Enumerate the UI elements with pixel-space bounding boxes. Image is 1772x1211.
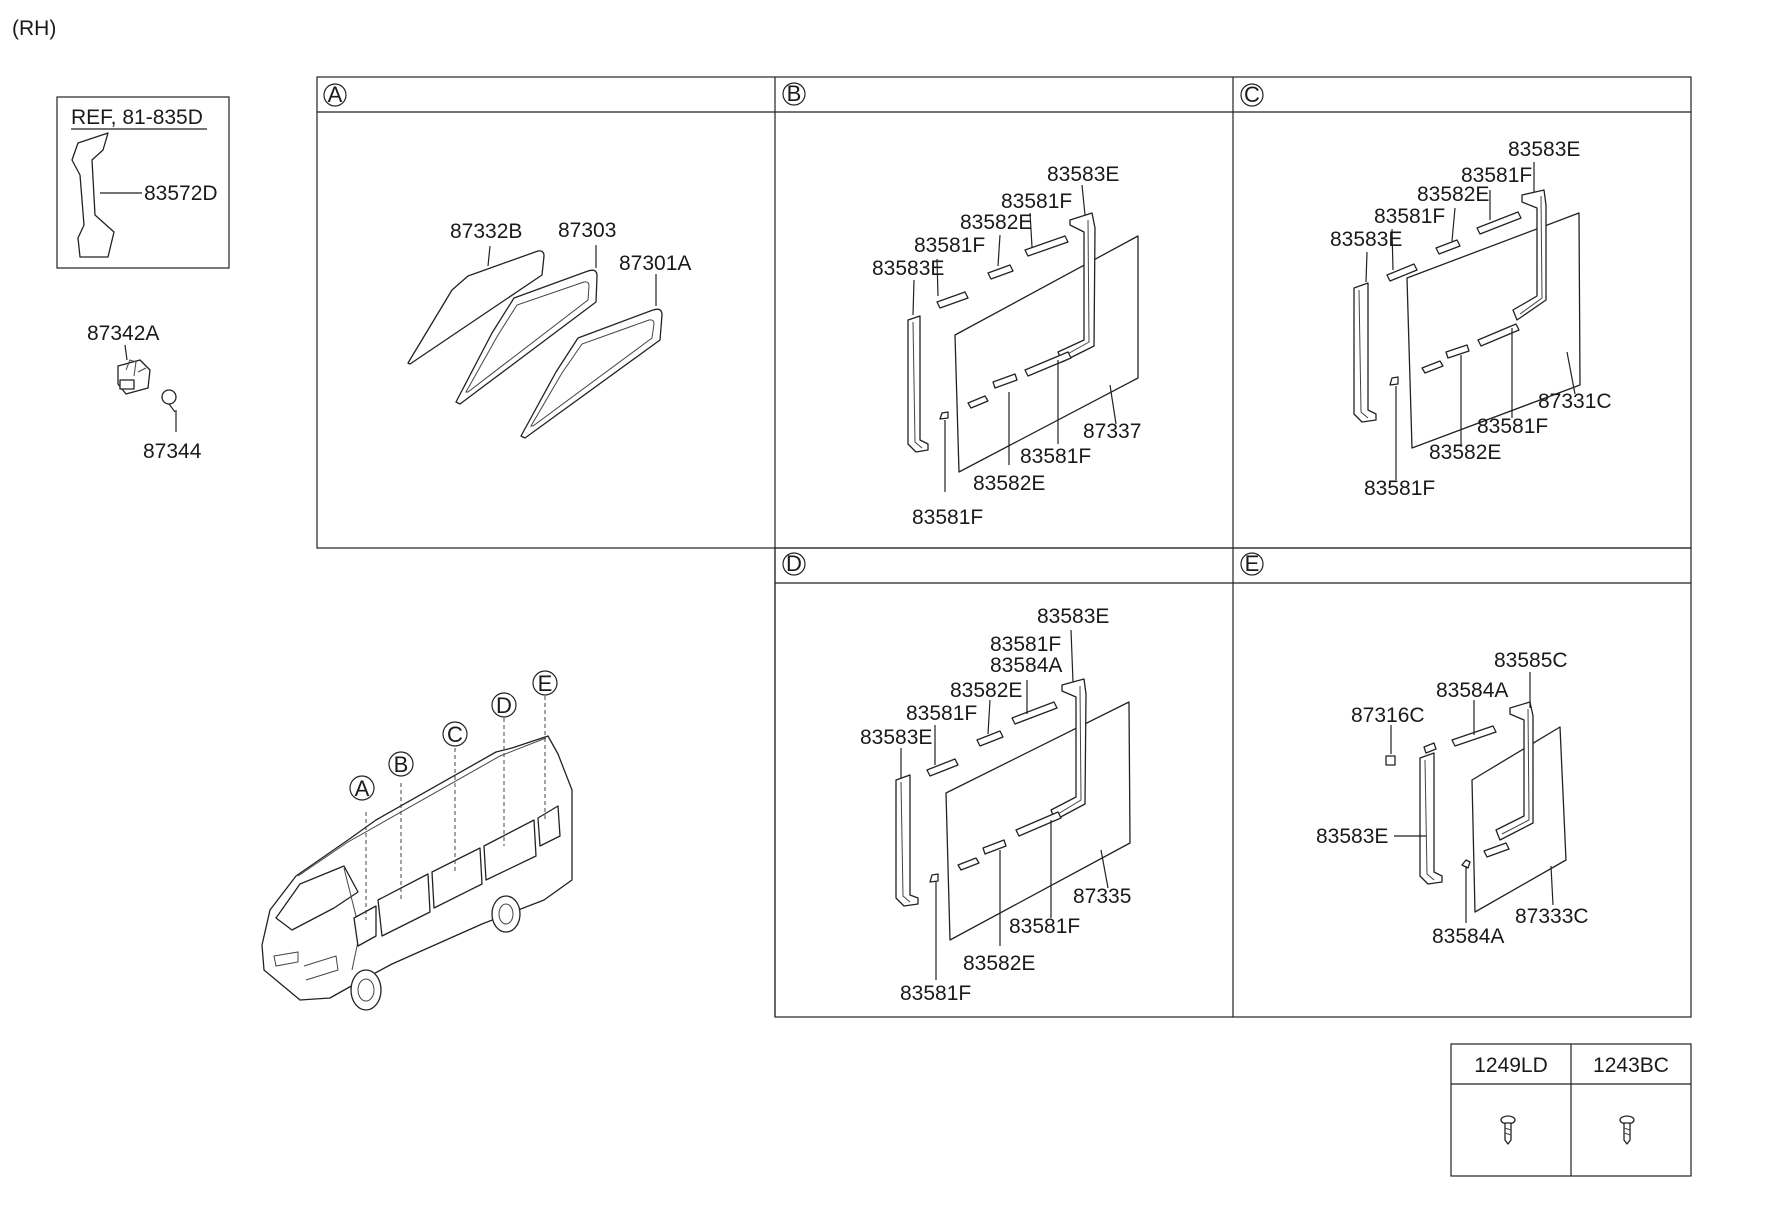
panel-C-label-3: 83582E xyxy=(1417,183,1489,206)
panel-E-label-6: 83584A xyxy=(1432,925,1504,948)
clip-assembly: 87342A 87344 xyxy=(87,322,202,463)
side-label: (RH) xyxy=(12,17,56,40)
panel-D-header: D xyxy=(782,551,806,576)
vehicle-callout-C: C xyxy=(447,722,463,747)
vehicle-callout-B: B xyxy=(394,752,409,777)
side-window-c xyxy=(431,847,483,909)
bus-body xyxy=(261,735,573,1001)
panel-B-label-6: 87337 xyxy=(1083,420,1141,443)
vehicle-callout-D: D xyxy=(496,693,512,718)
panel-C-label-9: 83581F xyxy=(1364,477,1435,500)
vehicle-callout-E: E xyxy=(538,671,553,696)
panel-B-letter: B xyxy=(787,81,802,106)
panel-C-label-1: 83583E xyxy=(1330,228,1402,251)
windshield xyxy=(275,865,359,931)
pillar-trim-part xyxy=(71,132,115,258)
screw-header-2: 1243BC xyxy=(1593,1054,1669,1077)
panel-D-label-8: 83581F xyxy=(1009,915,1080,938)
screw-table: 1249LD 1243BC xyxy=(1450,1043,1692,1177)
fastener-clip-part xyxy=(1385,755,1396,766)
panel-C-label-7: 83581F xyxy=(1477,415,1548,438)
panel-C-label-4: 83581F xyxy=(1461,164,1532,187)
ref-label: REF, 81-835D xyxy=(71,106,203,129)
panel-B-label-8: 83582E xyxy=(973,472,1045,495)
panel-C-label-2: 83581F xyxy=(1374,205,1445,228)
weatherstrip-part xyxy=(455,269,598,405)
panel-D-label-5: 83581F xyxy=(990,633,1061,656)
panel-E-letter: E xyxy=(1245,551,1260,576)
panel-D-label-6: 83583E xyxy=(1037,605,1109,628)
panel-A-header: A xyxy=(323,82,347,107)
panel-D-label-4: 83582E xyxy=(950,679,1022,702)
panel-E-header: E xyxy=(1240,551,1264,576)
panel-grid xyxy=(316,76,1692,1018)
panel-A-letter: A xyxy=(328,82,343,107)
screw-icon xyxy=(1500,1115,1516,1145)
front-side-window xyxy=(353,905,377,947)
panel-C-label-5: 83583E xyxy=(1508,138,1580,161)
panel-B-label-4: 83581F xyxy=(1001,190,1072,213)
panel-D-content: 83583E 83581F 83584A 83582E 83581F 83583… xyxy=(860,605,1131,1005)
panel-A-content: 87332B 87303 87301A xyxy=(407,219,691,439)
panel-B-label-9: 83581F xyxy=(912,506,983,529)
rear-wheel xyxy=(491,895,521,933)
seal-segment-part xyxy=(1423,742,1437,754)
ref-box: REF, 81-835D 83572D xyxy=(56,96,230,269)
panel-D-letter: D xyxy=(786,551,802,576)
panel-B-label-7: 83581F xyxy=(1020,445,1091,468)
panel-A-label-1: 87332B xyxy=(450,220,522,243)
vehicle-callout-A: A xyxy=(355,776,370,801)
panel-D-label-1: 83583E xyxy=(860,726,932,749)
glass-assembly-part xyxy=(520,308,663,439)
panel-C-content: 83583E 83581F 83582E 83581F 83583E 87331… xyxy=(1330,138,1612,500)
panel-E-label-2: 83584A xyxy=(1436,679,1508,702)
screw-header-1: 1249LD xyxy=(1474,1054,1548,1077)
fastener-label: 87344 xyxy=(143,440,202,463)
panel-C-label-8: 83582E xyxy=(1429,441,1501,464)
side-window-b xyxy=(377,873,431,937)
panel-D-label-10: 83581F xyxy=(900,982,971,1005)
panel-A-label-2: 87303 xyxy=(558,219,616,242)
panel-B-content: 83583E 83581F 83582E 83581F 83583E 87337… xyxy=(872,163,1141,529)
fastener-part xyxy=(161,389,177,405)
panel-B-label-2: 83581F xyxy=(914,234,985,257)
vehicle-illustration: A B C D E xyxy=(261,670,573,1011)
seal-segment-part xyxy=(936,291,969,309)
panel-E-content: 83585C 83584A 87316C 83583E 87333C 83584… xyxy=(1316,649,1589,948)
seal-segment-part xyxy=(1386,263,1418,282)
panel-B-label-5: 83583E xyxy=(1047,163,1119,186)
screw-icon xyxy=(1619,1115,1635,1145)
panel-D-label-3: 83584A xyxy=(990,654,1062,677)
panel-B-header: B xyxy=(782,81,806,106)
side-window-d xyxy=(483,819,537,881)
panel-E-label-3: 87316C xyxy=(1351,704,1425,727)
panel-C-header: C xyxy=(1240,82,1264,107)
panel-C-label-6: 87331C xyxy=(1538,390,1612,413)
panel-E-label-5: 87333C xyxy=(1515,905,1589,928)
headlight xyxy=(273,951,299,967)
panel-A-label-3: 87301A xyxy=(619,252,691,275)
panel-D-label-2: 83581F xyxy=(906,702,977,725)
clip-label: 87342A xyxy=(87,322,159,345)
side-window-e xyxy=(537,805,561,847)
seal-segment-part xyxy=(926,758,959,777)
panel-C-letter: C xyxy=(1244,82,1260,107)
panel-D-label-7: 87335 xyxy=(1073,885,1131,908)
panel-E-label-4: 83583E xyxy=(1316,825,1388,848)
ref-part-label: 83572D xyxy=(144,182,218,205)
panel-D-label-9: 83582E xyxy=(963,952,1035,975)
glass-part xyxy=(407,250,545,365)
panel-E-label-1: 83585C xyxy=(1494,649,1568,672)
panel-B-label-1: 83583E xyxy=(872,257,944,280)
front-wheel xyxy=(350,969,382,1011)
panel-B-label-3: 83582E xyxy=(960,211,1032,234)
